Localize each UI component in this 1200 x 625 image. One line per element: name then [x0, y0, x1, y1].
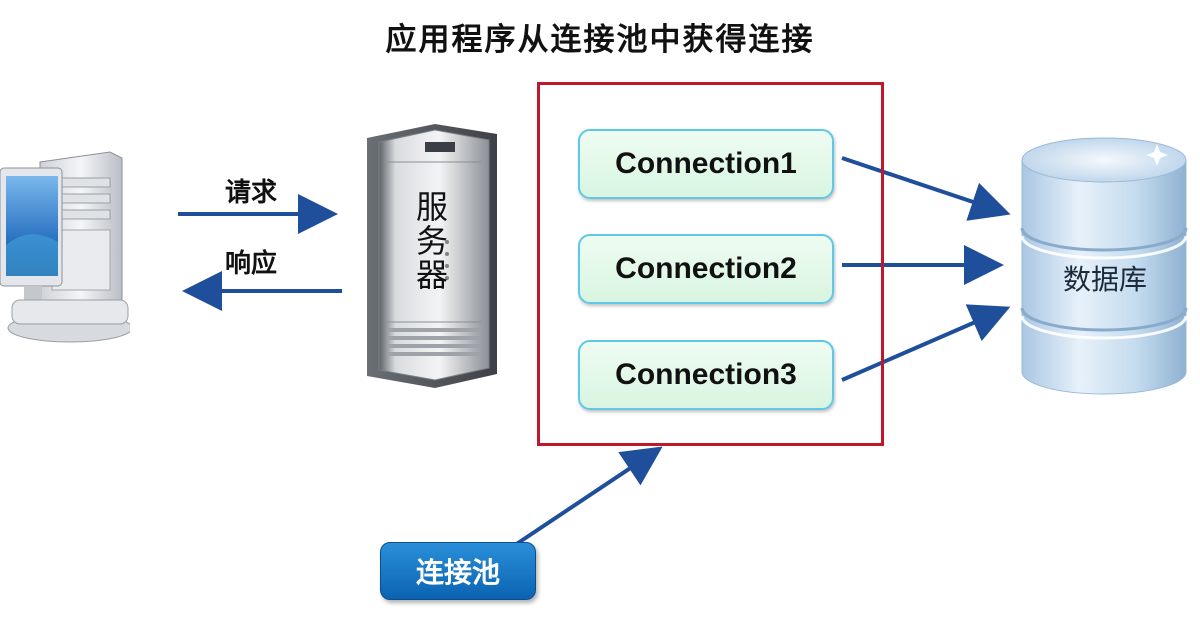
database-cylinder-icon: [1020, 137, 1188, 395]
request-label: 请求: [225, 178, 278, 208]
response-label: 响应: [225, 249, 278, 279]
connection-pool-box: [537, 82, 884, 446]
connection-pool-label: 连接池: [380, 542, 536, 600]
connection3-to-database-arrow: [841, 304, 1011, 382]
connection-1: Connection1: [578, 129, 834, 199]
pool-label-to-pool-arrow: [513, 446, 663, 547]
connection-2: Connection2: [578, 234, 834, 304]
connection1-to-database-arrow: [841, 156, 1011, 221]
server-label-char: 务: [415, 222, 448, 260]
server-tower-icon: [367, 124, 497, 388]
server-label: 服 务 器: [414, 190, 450, 292]
desktop-computer-icon: [0, 151, 130, 343]
server-label-char: 服: [415, 188, 448, 226]
diagram-title: 应用程序从连接池中获得连接: [385, 22, 815, 58]
server-label-char: 器: [415, 256, 448, 294]
connection-3: Connection3: [578, 340, 834, 410]
database-label: 数据库: [1062, 263, 1147, 296]
